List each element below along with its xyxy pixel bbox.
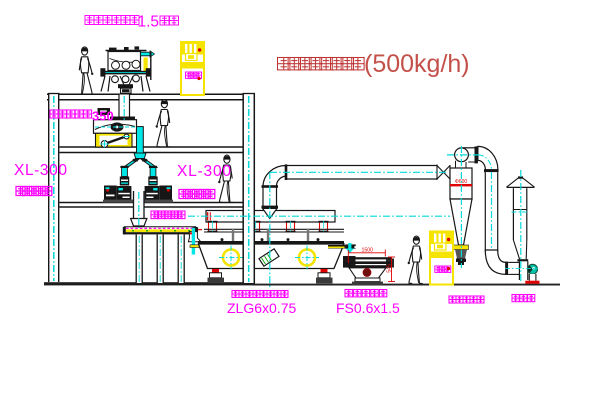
svg-text:(500kg/h): (500kg/h) <box>364 50 470 78</box>
svg-text:ZLG6x0.75: ZLG6x0.75 <box>227 300 296 316</box>
svg-text:1500: 1500 <box>362 247 374 253</box>
svg-text:545: 545 <box>386 264 392 273</box>
svg-text:350: 350 <box>92 109 114 124</box>
svg-text:XL-300: XL-300 <box>14 162 68 179</box>
svg-text:FS0.6x1.5: FS0.6x1.5 <box>336 300 400 316</box>
svg-text:XL-300: XL-300 <box>177 163 232 180</box>
svg-text:1.5: 1.5 <box>138 14 160 31</box>
